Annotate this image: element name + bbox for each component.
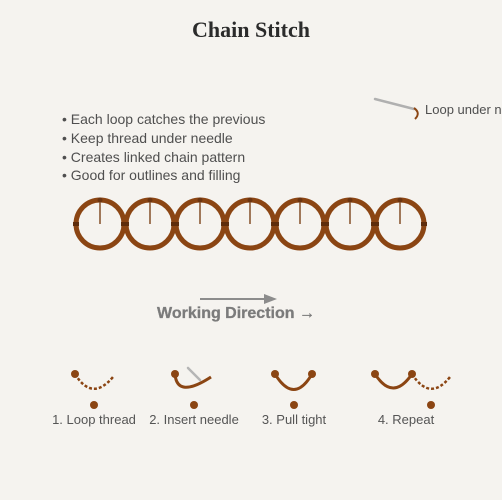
chain-loop [373, 197, 427, 251]
chain-loop [173, 197, 227, 251]
tip-item: • Good for outlines and filling [62, 167, 240, 183]
step-1: 1. Loop thread [52, 370, 136, 427]
needle-icon [373, 97, 416, 111]
direction-label: Working Direction → [157, 305, 315, 322]
working-direction: Working Direction → [157, 294, 315, 322]
chain-loop [73, 197, 127, 251]
chain-loop [323, 197, 377, 251]
tips-list: • Each loop catches the previous • Keep … [62, 111, 265, 183]
step-label: 1. Loop thread [52, 412, 136, 427]
chain-loop [273, 197, 327, 251]
page-title: Chain Stitch [192, 17, 310, 42]
callout-label: Loop under needle [425, 102, 502, 117]
tip-item: • Creates linked chain pattern [62, 149, 245, 165]
stitch-chain [73, 197, 427, 251]
step-label: 3. Pull tight [262, 412, 327, 427]
step-label: 2. Insert needle [149, 412, 239, 427]
repeat-icon [371, 370, 451, 409]
step-label: 4. Repeat [378, 412, 435, 427]
thread-loop-icon [413, 107, 419, 120]
tip-item: • Keep thread under needle [62, 130, 233, 146]
arrow-head-icon [264, 294, 277, 304]
step-2: 2. Insert needle [149, 366, 239, 427]
insert-needle-icon [171, 366, 212, 409]
chain-loop [123, 197, 177, 251]
chain-loop [223, 197, 277, 251]
loop-thread-icon [71, 370, 114, 409]
tip-item: • Each loop catches the previous [62, 111, 265, 127]
step-3: 3. Pull tight [262, 370, 327, 427]
step-4: 4. Repeat [371, 370, 451, 427]
needle-callout: Loop under needle [373, 97, 502, 120]
pull-tight-icon [271, 370, 316, 409]
